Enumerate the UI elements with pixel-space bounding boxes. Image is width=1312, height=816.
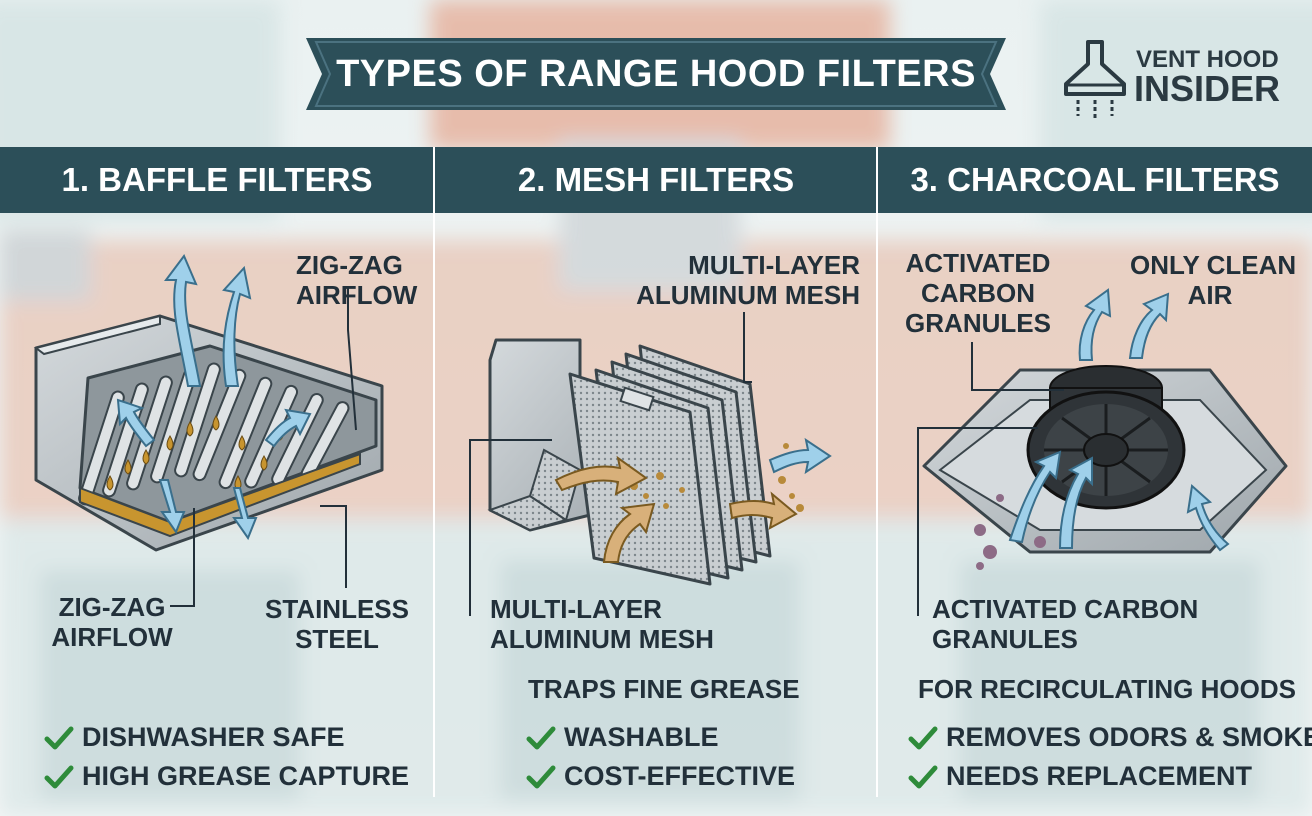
label-line: GRANULES <box>932 624 1078 654</box>
label-line: STAINLESS <box>265 594 409 624</box>
label-line: CARBON <box>920 278 1036 308</box>
check-icon <box>526 726 556 749</box>
charcoal-subtitle: FOR RECIRCULATING HOODS <box>918 674 1296 704</box>
label-multilayer-mesh-bottom: MULTI-LAYER ALUMINUM MESH <box>490 594 714 654</box>
title-ribbon <box>306 38 1006 110</box>
label-activated-carbon-top: ACTIVATED CARBON GRANULES <box>900 248 1056 338</box>
label-line: ZIG-ZAG <box>296 250 403 280</box>
feature-item: WASHABLE <box>526 722 719 753</box>
check-icon <box>44 726 74 749</box>
check-icon <box>526 765 556 788</box>
label-line: AIRFLOW <box>51 622 173 652</box>
feature-text: NEEDS REPLACEMENT <box>946 761 1253 791</box>
label-stainless-steel: STAINLESS STEEL <box>262 594 412 654</box>
leader-lines <box>917 342 1064 616</box>
column-title-baffle: 1. BAFFLE FILTERS <box>61 161 373 198</box>
feature-item: NEEDS REPLACEMENT <box>908 761 1252 792</box>
baffle-filter-illustration <box>33 254 384 552</box>
label-line: AIR <box>1187 280 1233 310</box>
feature-item: COST-EFFECTIVE <box>526 761 795 792</box>
brand-logo: VENT HOOD INSIDER <box>1060 38 1300 122</box>
column-title-charcoal: 3. CHARCOAL FILTERS <box>910 161 1280 198</box>
label-line: ZIG-ZAG <box>58 592 166 622</box>
label-line: MULTI-LAYER <box>688 250 860 280</box>
feature-text: DISHWASHER SAFE <box>82 722 345 752</box>
charcoal-filter-illustration <box>922 288 1288 570</box>
feature-text: COST-EFFECTIVE <box>564 761 796 791</box>
airflow-arrow-icon <box>554 455 798 563</box>
label-only-clean-air: ONLY CLEAN AIR <box>1130 250 1297 310</box>
check-icon <box>44 765 74 788</box>
label-line: GRANULES <box>905 308 1051 338</box>
page-title: TYPES OF RANGE HOOD FILTERS <box>336 52 976 95</box>
column-title-mesh: 2. MESH FILTERS <box>517 161 795 198</box>
range-hood-logo-icon <box>1064 40 1126 118</box>
airflow-arrow-icon <box>1008 288 1230 552</box>
leader-lines <box>170 288 357 607</box>
smoke-particle-icon <box>974 494 1046 570</box>
label-multilayer-mesh-top: MULTI-LAYER ALUMINUM MESH <box>630 250 860 310</box>
feature-item: REMOVES ODORS & SMOKE <box>908 722 1312 753</box>
label-line: ALUMINUM MESH <box>490 624 714 654</box>
airflow-arrow-icon <box>116 254 312 541</box>
label-line: STEEL <box>295 624 379 654</box>
column-divider <box>876 147 878 797</box>
title-banner: TYPES OF RANGE HOOD FILTERS <box>306 38 1006 110</box>
leader-lines <box>469 312 752 616</box>
brand-name-bottom: INSIDER <box>1134 68 1281 109</box>
label-zigzag-airflow-bottom: ZIG-ZAG AIRFLOW <box>42 592 182 652</box>
grease-drop-icon <box>630 443 804 512</box>
feature-item: HIGH GREASE CAPTURE <box>44 761 409 792</box>
mesh-filter-illustration <box>487 338 832 586</box>
feature-item: DISHWASHER SAFE <box>44 722 345 753</box>
airflow-arrow-icon <box>768 437 832 475</box>
label-line: ACTIVATED <box>905 248 1051 278</box>
label-line: ACTIVATED CARBON <box>932 594 1199 624</box>
label-zigzag-airflow-top: ZIG-ZAG AIRFLOW <box>296 250 417 310</box>
grease-drop-icon <box>106 415 284 491</box>
feature-text: HIGH GREASE CAPTURE <box>82 761 410 791</box>
feature-text: WASHABLE <box>564 722 719 752</box>
label-line: ONLY CLEAN <box>1130 250 1297 280</box>
brand-name-top: VENT HOOD <box>1136 46 1279 73</box>
check-icon <box>908 726 938 749</box>
label-line: MULTI-LAYER <box>490 594 662 624</box>
feature-text: REMOVES ODORS & SMOKE <box>946 722 1312 752</box>
label-line: ALUMINUM MESH <box>636 280 860 310</box>
label-activated-carbon-bottom: ACTIVATED CARBON GRANULES <box>932 594 1198 654</box>
mesh-subtitle: TRAPS FINE GREASE <box>528 674 800 704</box>
column-divider <box>433 147 435 797</box>
column-header-bar <box>0 147 1312 213</box>
check-icon <box>908 765 938 788</box>
label-line: AIRFLOW <box>296 280 418 310</box>
